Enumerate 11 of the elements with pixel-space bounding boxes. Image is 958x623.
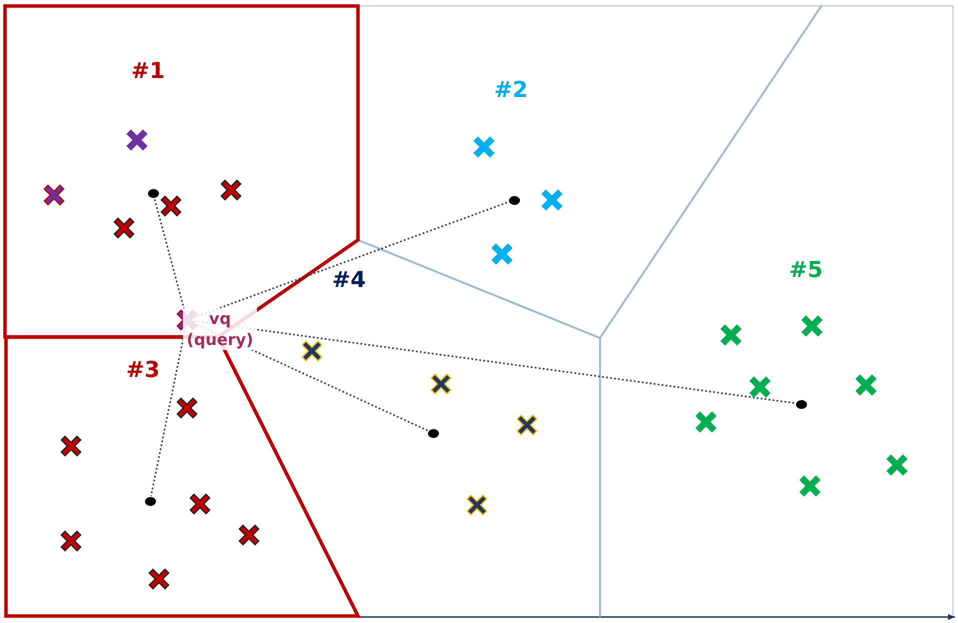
centroid-dot bbox=[148, 188, 158, 198]
cluster-label: #4 bbox=[332, 268, 366, 294]
cluster-label: #2 bbox=[494, 78, 528, 104]
centroid-dot bbox=[144, 496, 156, 506]
centroid-dot bbox=[508, 196, 520, 204]
cluster-label: #3 bbox=[126, 358, 160, 384]
cluster-label: #1 bbox=[131, 59, 165, 85]
centroid-dot bbox=[796, 400, 806, 408]
query-label: vq (query) bbox=[183, 308, 257, 350]
centroid-dot bbox=[428, 428, 438, 438]
cluster-label: #5 bbox=[789, 258, 823, 284]
